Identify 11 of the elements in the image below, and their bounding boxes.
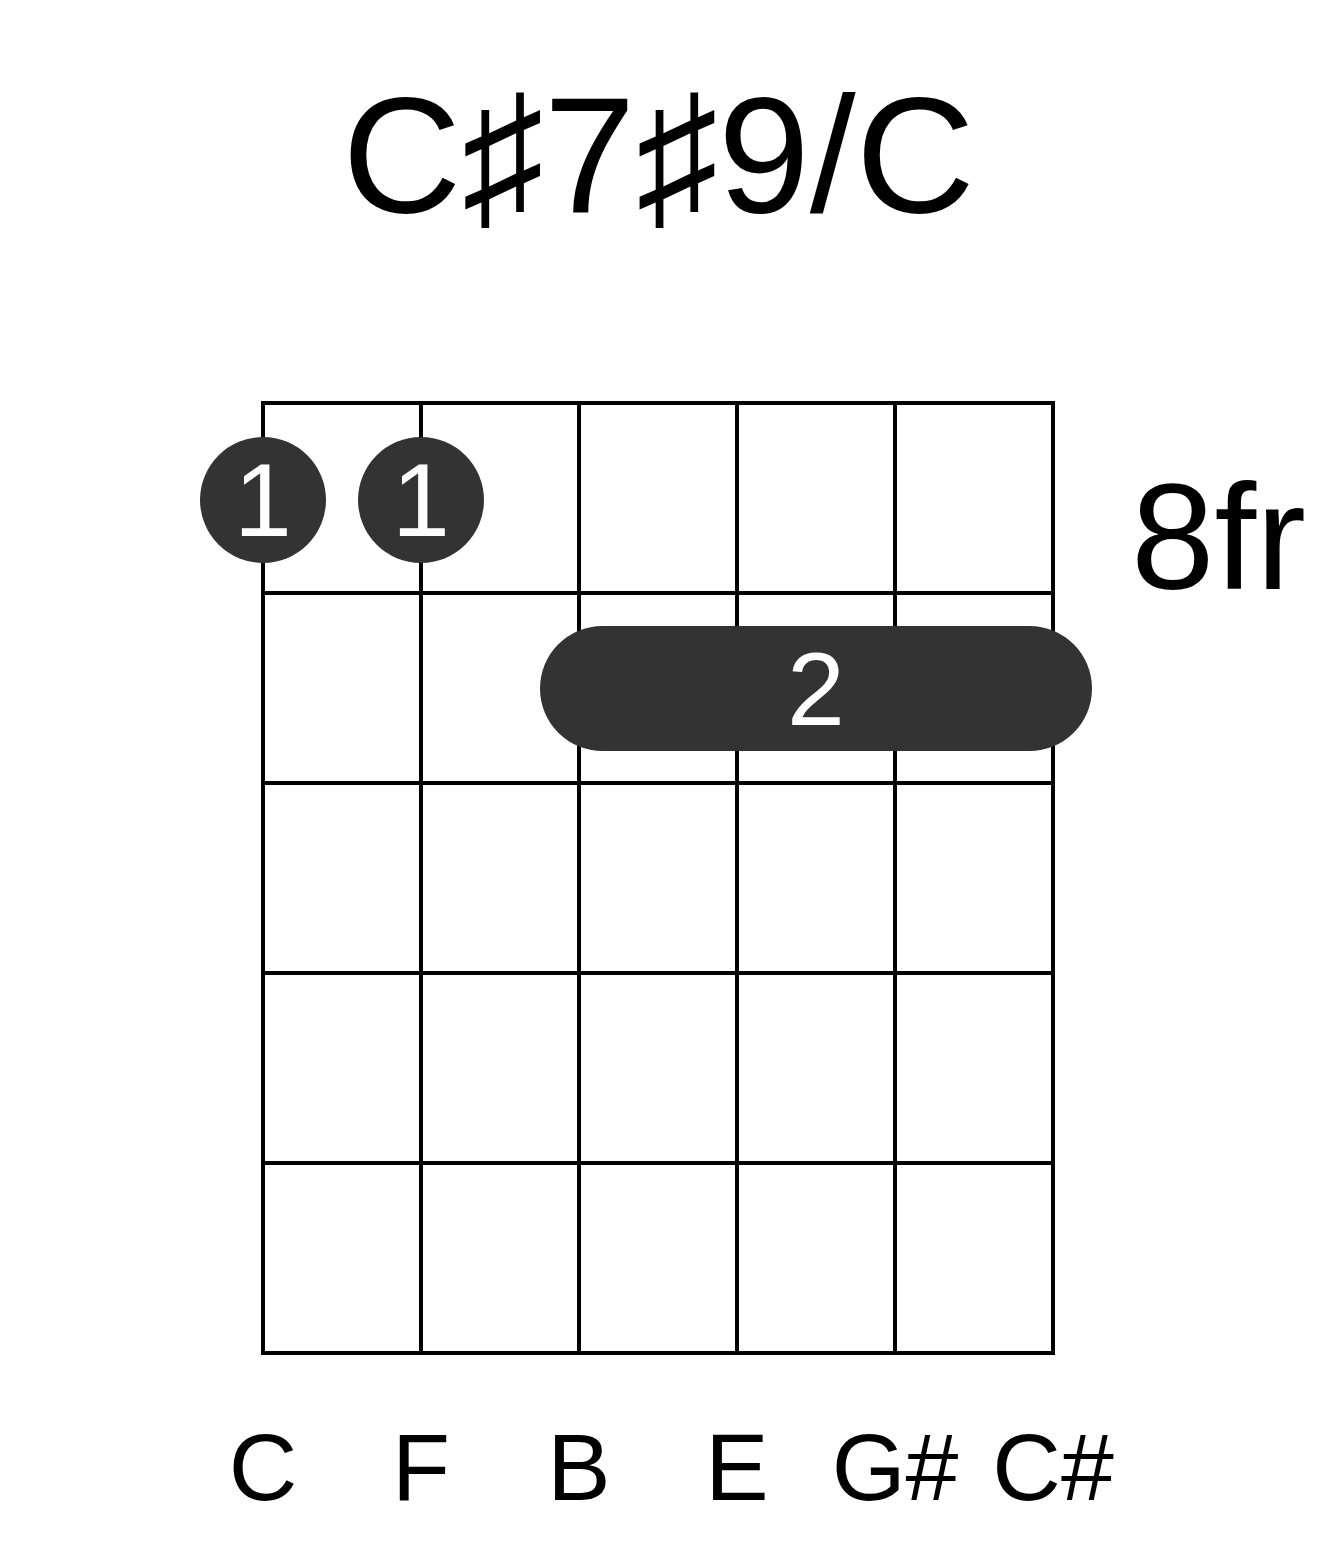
string-note-label: C# — [992, 1420, 1114, 1515]
string-note-label: B — [547, 1420, 611, 1515]
finger-number: 1 — [392, 448, 450, 552]
string-note-label: C — [228, 1420, 298, 1515]
finger-number: 2 — [787, 636, 845, 741]
string-note-label: E — [705, 1420, 769, 1515]
finger-number: 1 — [234, 448, 292, 552]
fret-position-label: 8fr — [1131, 462, 1307, 612]
string-note-label: G# — [831, 1420, 959, 1515]
chord-title: C♯7♯9/C — [342, 63, 975, 247]
string-note-label: F — [392, 1420, 450, 1515]
